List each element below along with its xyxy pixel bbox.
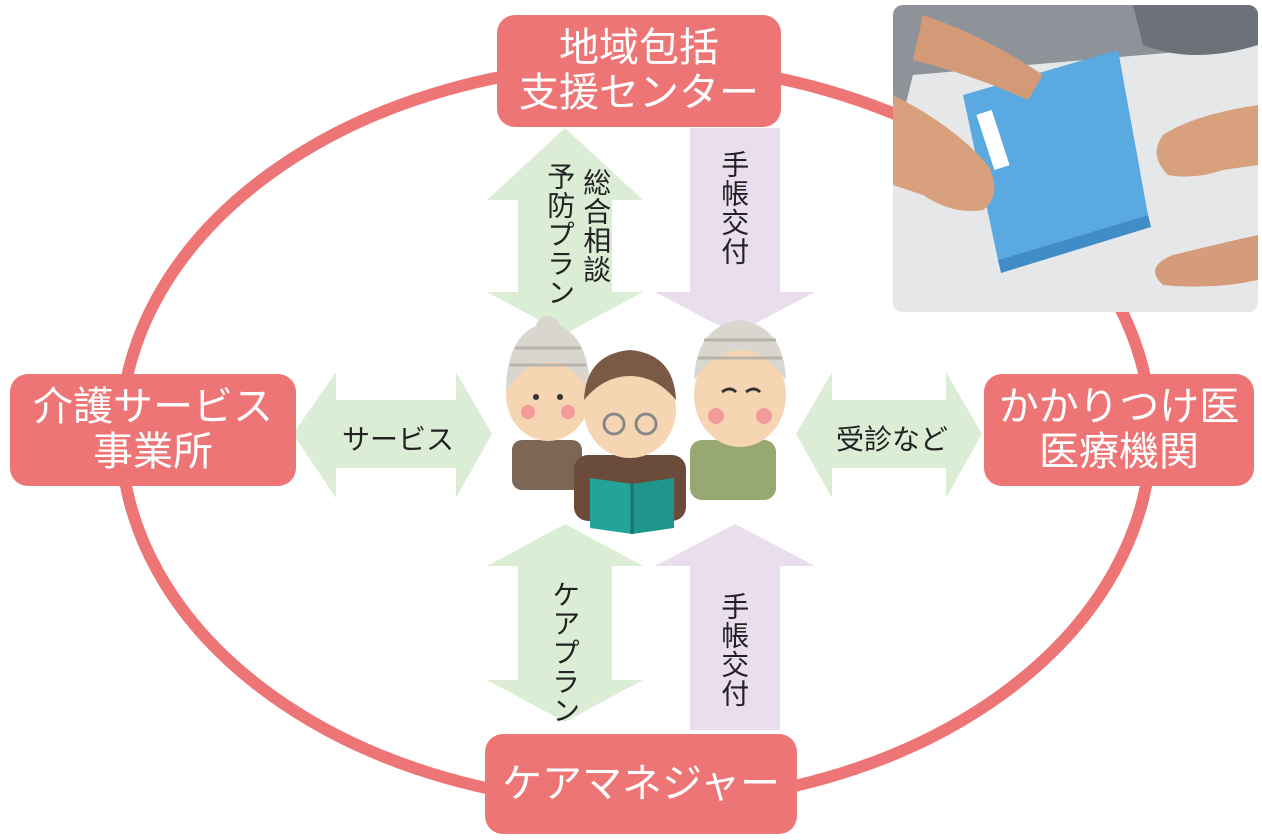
bottom-green-arrow-label: ケアプラン (548, 580, 582, 725)
photo-drawing (893, 5, 1258, 312)
right-arrow-label: 受診など (836, 423, 949, 456)
bottom-purple-arrow-label: 手帳交付 (717, 592, 751, 708)
node-care-service-office-line2: 事業所 (93, 429, 213, 475)
left-arrow-label: サービス (342, 423, 455, 456)
left-hand-shape (893, 95, 995, 211)
top-green-arrow (487, 128, 643, 334)
notebook-shape (963, 50, 1148, 260)
left-green-arrow (293, 372, 492, 498)
top-purple-arrow (655, 128, 815, 334)
top-green-arrow-label-col1: 総合相談 (579, 168, 613, 284)
node-family-doctor-line2: 医療機関 (1039, 429, 1199, 475)
node-care-manager: ケアマネジャー (485, 734, 797, 834)
node-family-doctor-line1: かかりつけ医 (998, 384, 1240, 431)
bottom-purple-arrow (655, 524, 815, 730)
bottom-green-arrow (487, 524, 643, 722)
right-hand-shape (1156, 105, 1258, 177)
elderly-reading-illustration (506, 316, 786, 534)
node-community-support-center-line1: 地域包括 (559, 25, 719, 72)
top-purple-arrow-label: 手帳交付 (717, 150, 751, 266)
node-care-manager-line1: ケアマネジャー (502, 760, 780, 807)
node-family-doctor: かかりつけ医 医療機関 (984, 374, 1254, 486)
notebook-handover-photo (893, 5, 1258, 312)
node-care-service-office-line1: 介護サービス (33, 384, 273, 431)
node-community-support-center: 地域包括 支援センター (497, 15, 781, 127)
node-care-service-office: 介護サービス 事業所 (10, 374, 296, 486)
node-community-support-center-line2: 支援センター (519, 70, 759, 116)
right-green-arrow (796, 372, 982, 498)
top-green-arrow-label-col2: 予防プラン (543, 162, 577, 307)
